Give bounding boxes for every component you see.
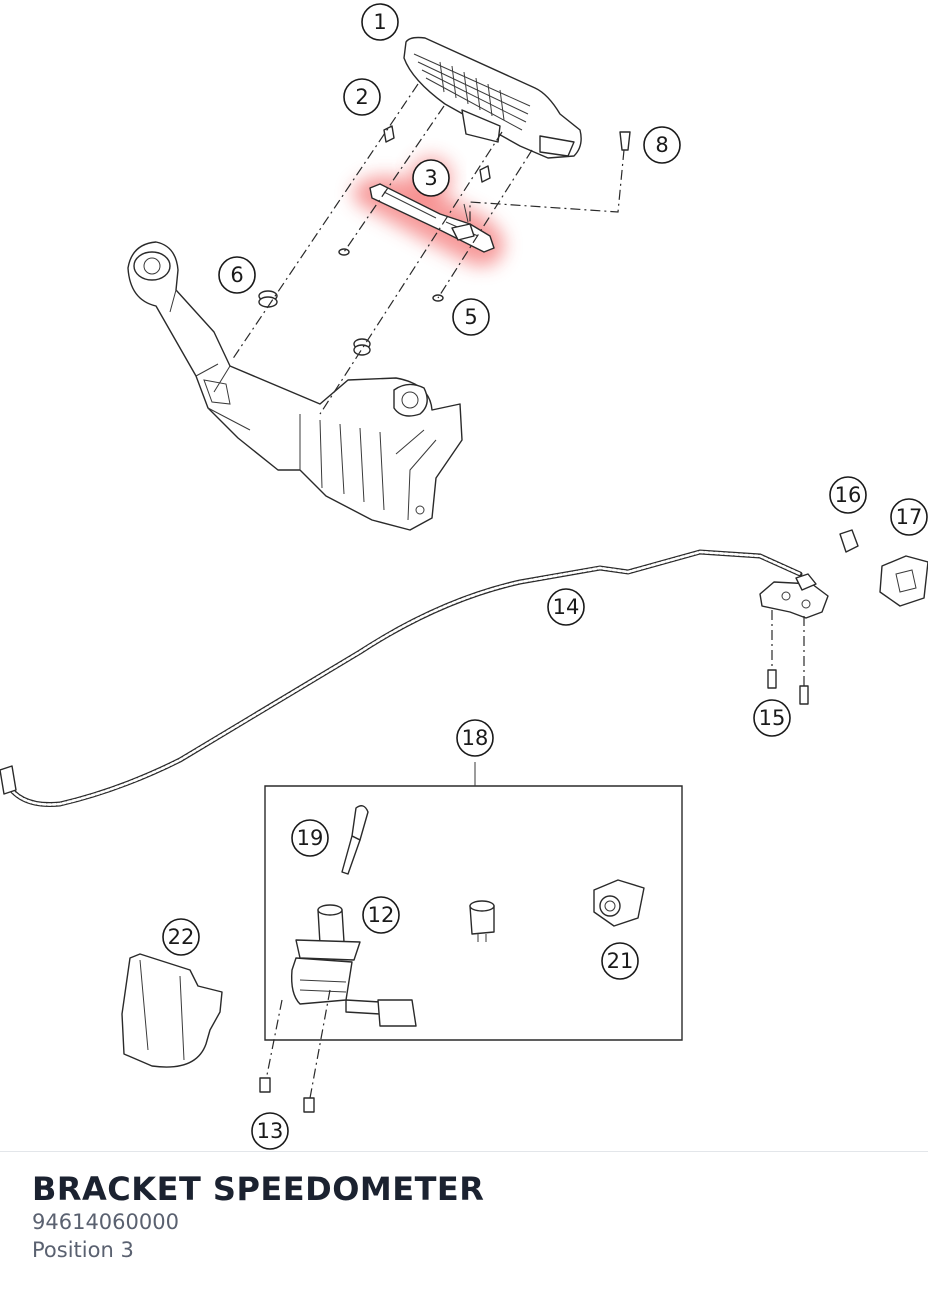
svg-text:2: 2	[355, 85, 368, 109]
speedometer-bracket-part[interactable]	[369, 183, 495, 253]
part-position: Position 3	[32, 1238, 134, 1262]
callout-3[interactable]: 3	[412, 159, 450, 197]
callout-18[interactable]: 18	[456, 719, 494, 757]
part-number: 94614060000	[32, 1210, 179, 1234]
svg-text:18: 18	[462, 726, 489, 750]
svg-text:15: 15	[759, 706, 786, 730]
lock-cover-part[interactable]	[121, 953, 223, 1068]
callout-2[interactable]: 2	[343, 78, 381, 116]
lock-cylinder-part[interactable]	[469, 900, 495, 942]
sensor-unit-part[interactable]	[759, 573, 829, 619]
key-part[interactable]	[341, 805, 369, 875]
callout-19[interactable]: 19	[291, 819, 329, 857]
svg-text:6: 6	[230, 263, 243, 287]
cable-part[interactable]	[0, 549, 803, 808]
callout-22[interactable]: 22	[162, 918, 200, 956]
lock-set-box	[264, 762, 683, 1041]
callout-5[interactable]: 5	[452, 298, 490, 336]
callout-14[interactable]: 14	[547, 588, 585, 626]
callout-1[interactable]: 1	[361, 3, 399, 41]
callout-21[interactable]: 21	[601, 942, 639, 980]
svg-text:1: 1	[373, 10, 386, 34]
callout-17[interactable]: 17	[890, 498, 928, 536]
part-title: BRACKET SPEEDOMETER	[32, 1170, 485, 1208]
svg-text:5: 5	[464, 305, 477, 329]
svg-text:3: 3	[424, 166, 437, 190]
svg-text:21: 21	[607, 949, 634, 973]
speedometer-display-part[interactable]	[403, 36, 582, 159]
svg-text:13: 13	[257, 1119, 284, 1143]
callout-16[interactable]: 16	[829, 476, 867, 514]
assembly-lines	[231, 83, 625, 415]
svg-text:19: 19	[297, 826, 324, 850]
svg-text:8: 8	[655, 133, 668, 157]
exploded-parts-diagram: 1 2 3 5 6 8 12 13 14 15 16 17	[0, 3, 928, 1150]
holder-part[interactable]	[879, 555, 928, 607]
sensor-screws-part[interactable]	[767, 610, 809, 705]
rubber-grommet-part[interactable]	[258, 290, 371, 356]
part-info-panel: BRACKET SPEEDOMETER 94614060000 Position…	[0, 1151, 928, 1291]
callout-13[interactable]: 13	[251, 1112, 289, 1150]
callout-8[interactable]: 8	[643, 126, 681, 164]
tank-lock-part[interactable]	[593, 879, 645, 927]
svg-text:17: 17	[896, 505, 923, 529]
ignition-lock-part[interactable]	[290, 904, 417, 1027]
lock-screws-part[interactable]	[259, 989, 331, 1113]
screws-part[interactable]	[338, 125, 631, 302]
callout-6[interactable]: 6	[218, 256, 256, 294]
svg-text:14: 14	[553, 595, 580, 619]
callout-15[interactable]: 15	[753, 699, 791, 737]
svg-text:22: 22	[168, 925, 195, 949]
main-frame-bracket-part[interactable]	[127, 241, 463, 531]
clip-part[interactable]	[839, 529, 859, 553]
callout-12[interactable]: 12	[362, 896, 400, 934]
svg-text:16: 16	[835, 483, 862, 507]
svg-text:12: 12	[368, 903, 395, 927]
